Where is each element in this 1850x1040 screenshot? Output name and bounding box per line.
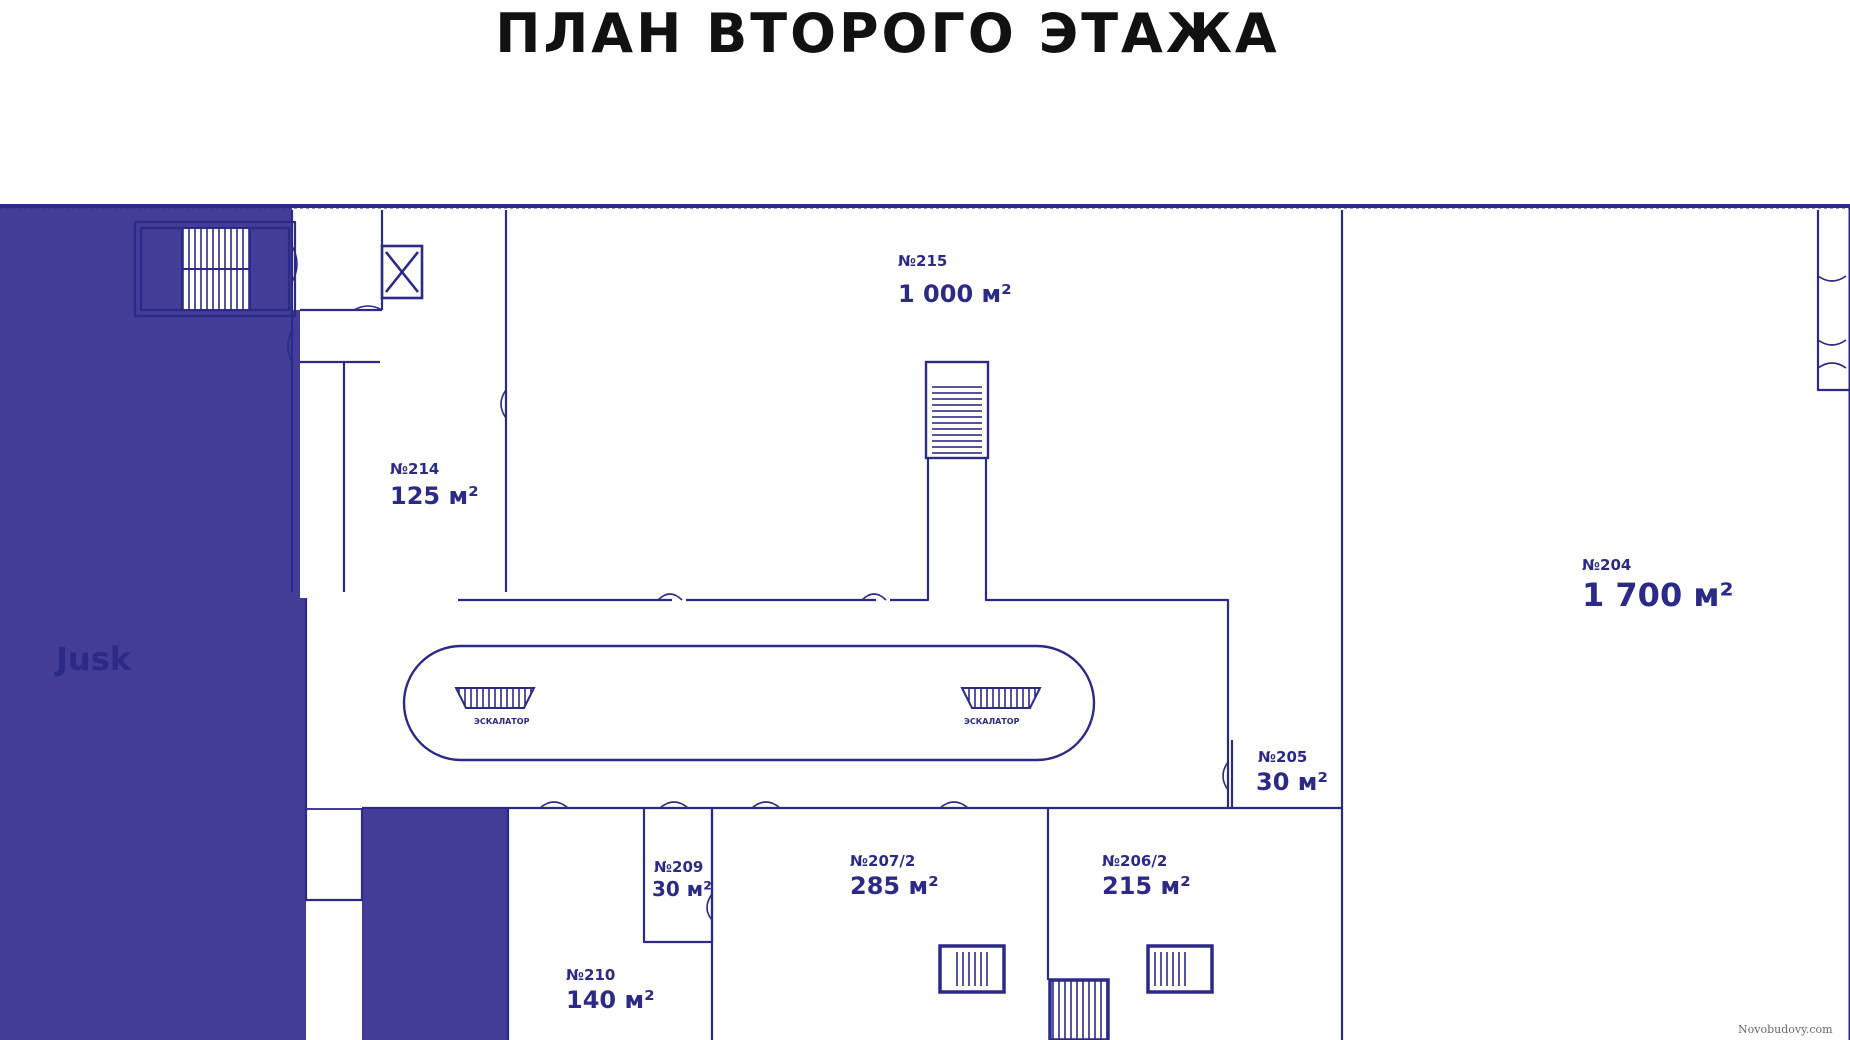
escalator-icon: ЭСКАЛАТОР bbox=[960, 687, 1042, 726]
outer-walls bbox=[0, 204, 1850, 1040]
room-number: №214 bbox=[390, 460, 439, 478]
room-210: №210 140 м² bbox=[566, 966, 655, 1014]
stair-icon bbox=[1146, 944, 1214, 994]
escalator-label: ЭСКАЛАТОР bbox=[474, 717, 530, 726]
source-credit: Novobudovy.com bbox=[1738, 1023, 1833, 1036]
escalator-island bbox=[402, 644, 1096, 762]
door-swings bbox=[287, 245, 1847, 921]
room-215: №215 1 000 м² bbox=[898, 252, 1012, 308]
room-area: 125 м² bbox=[390, 482, 479, 510]
room-number: №204 bbox=[1582, 556, 1631, 574]
room-204: №204 1 700 м² bbox=[1582, 556, 1734, 614]
room-214: №214 125 м² bbox=[390, 460, 479, 510]
stair-icon bbox=[1048, 978, 1110, 1040]
stair-icon bbox=[181, 227, 251, 311]
room-number: №215 bbox=[898, 252, 947, 270]
stair-icon bbox=[924, 360, 990, 460]
room-205: №205 30 м² bbox=[1256, 748, 1328, 796]
room-area: 1 000 м² bbox=[898, 280, 1012, 308]
plan-title: ПЛАН ВТОРОГО ЭТАЖА bbox=[495, 2, 1280, 65]
room-209: №209 30 м² bbox=[652, 858, 712, 901]
room-area: 30 м² bbox=[1256, 768, 1328, 796]
partition-walls bbox=[133, 210, 1850, 1040]
room-207-2: №207/2 285 м² bbox=[850, 852, 939, 900]
stair-icon bbox=[938, 944, 1006, 994]
room-number: №210 bbox=[566, 966, 615, 984]
room-number: №205 bbox=[1258, 748, 1307, 766]
room-area: 140 м² bbox=[566, 986, 655, 1014]
tenant-jusk-area bbox=[0, 206, 508, 1040]
tenant-label: Jusk bbox=[54, 640, 132, 678]
room-number: №206/2 bbox=[1102, 852, 1167, 870]
room-number: №207/2 bbox=[850, 852, 915, 870]
room-area: 285 м² bbox=[850, 872, 939, 900]
room-area: 30 м² bbox=[652, 877, 712, 901]
room-area: 1 700 м² bbox=[1582, 576, 1734, 614]
room-area: 215 м² bbox=[1102, 872, 1191, 900]
escalator-label: ЭСКАЛАТОР bbox=[964, 717, 1020, 726]
tenant-connector bbox=[306, 808, 362, 810]
room-206-2: №206/2 215 м² bbox=[1102, 852, 1191, 900]
tenant-fill-lower bbox=[362, 808, 508, 1040]
room-number: №209 bbox=[654, 858, 703, 876]
elevator-icon bbox=[380, 244, 424, 300]
tenant-fill bbox=[0, 206, 306, 1040]
escalator-icon: ЭСКАЛАТОР bbox=[454, 687, 536, 726]
